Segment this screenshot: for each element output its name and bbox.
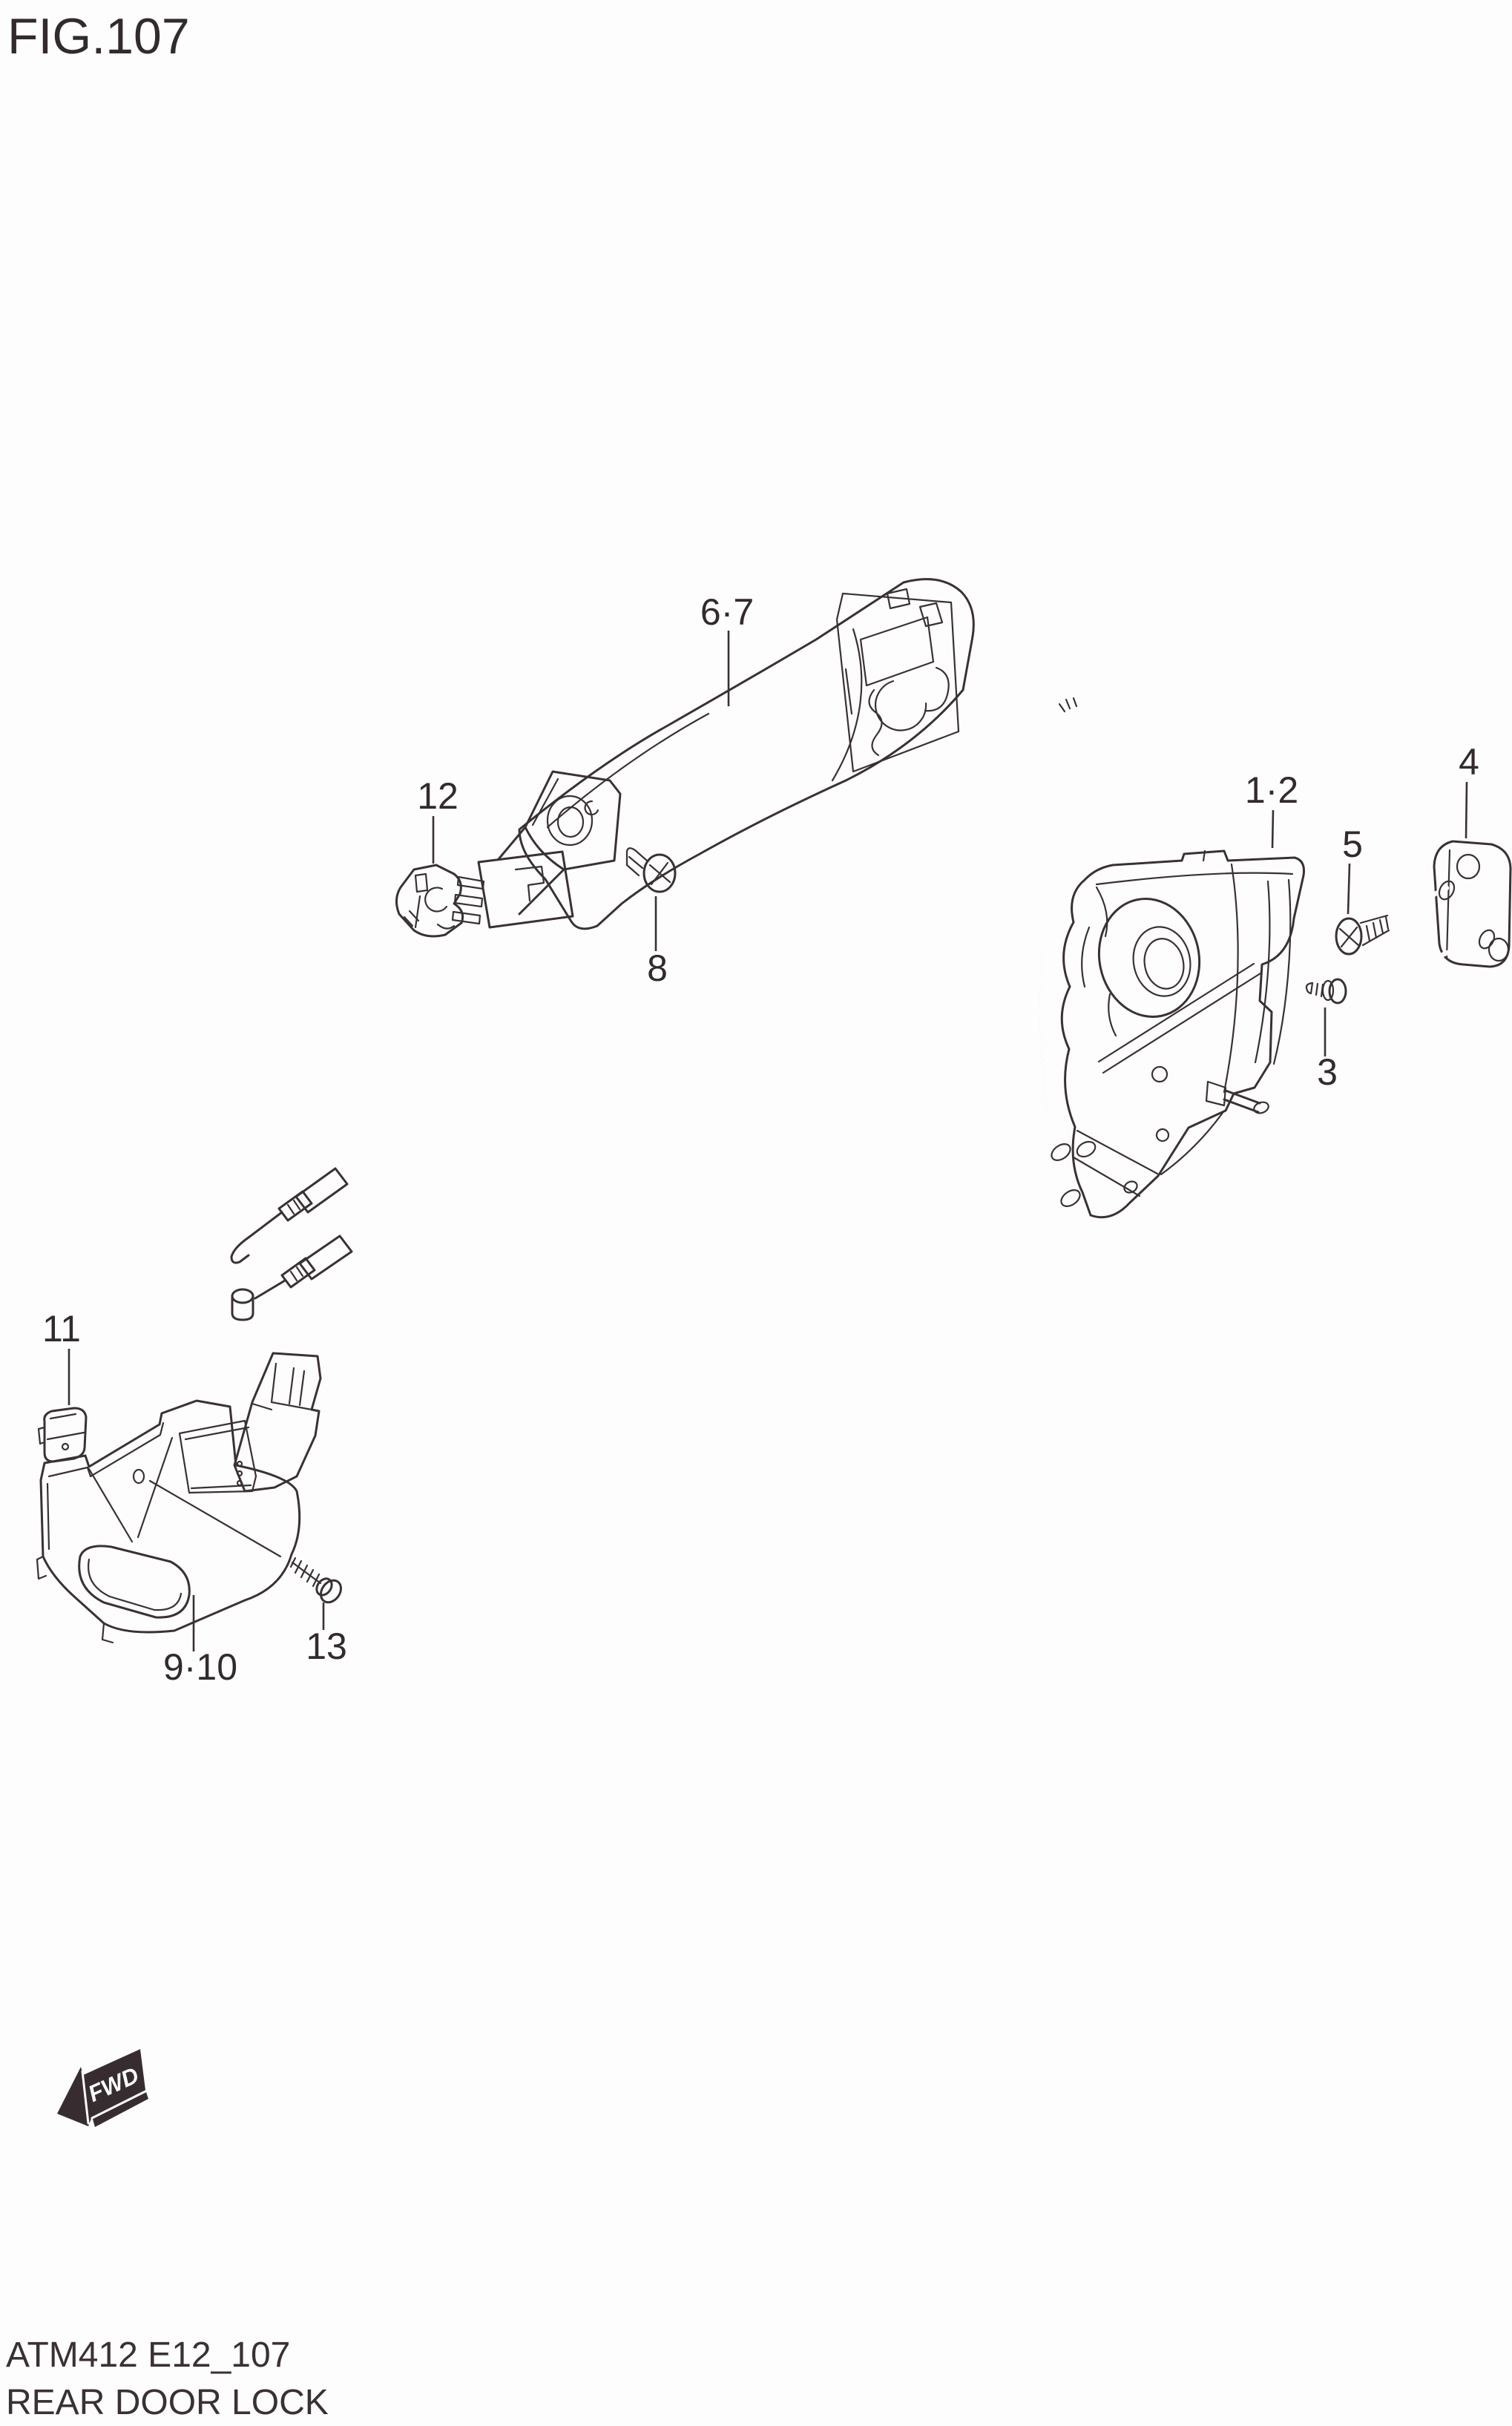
figure-title: FIG.107	[7, 8, 190, 65]
lock-cables-drawing	[230, 1035, 1081, 1321]
callout-9-10: 9·10	[163, 1595, 237, 1688]
callout-6-7: 6·7	[700, 591, 754, 706]
callout-label-6-7: 6·7	[700, 591, 754, 633]
callout-label-9-10: 9·10	[163, 1646, 237, 1688]
callout-label-8: 8	[647, 947, 668, 989]
striker-screw-drawing	[1335, 914, 1390, 956]
footer-figure-code: ATM412 E12_107	[6, 2335, 290, 2375]
callout-label-11: 11	[42, 1308, 81, 1350]
handle-screw-drawing	[625, 847, 677, 893]
callout-8: 8	[647, 896, 668, 989]
callout-label-1-2: 1·2	[1245, 769, 1298, 811]
callout-label-3: 3	[1317, 1051, 1338, 1093]
bezel-screw-drawing	[289, 1556, 343, 1604]
callout-3: 3	[1317, 1007, 1338, 1093]
handle-clip-drawing	[395, 864, 464, 938]
lock-knob-rod-drawing	[1039, 695, 1102, 1126]
lock-screw-drawing	[1305, 978, 1347, 1005]
callout-label-4: 4	[1459, 741, 1479, 783]
callout-5: 5	[1342, 824, 1363, 915]
door-lock-assembly-drawing	[1060, 849, 1305, 1219]
footer-figure-name: REAR DOOR LOCK	[6, 2383, 329, 2422]
callout-11: 11	[42, 1308, 81, 1405]
callout-label-13: 13	[306, 1625, 347, 1667]
callout-13: 13	[306, 1602, 347, 1667]
door-striker-drawing	[1398, 840, 1512, 968]
callout-12: 12	[417, 775, 458, 864]
callout-label-12: 12	[417, 775, 458, 817]
callout-label-5: 5	[1342, 824, 1363, 865]
outside-handle-drawing	[451, 578, 975, 930]
inside-handle-bezel-drawing	[36, 1352, 322, 1644]
callout-4: 4	[1459, 741, 1479, 839]
bezel-cap-drawing	[37, 1407, 88, 1463]
callout-1-2: 1·2	[1245, 769, 1298, 849]
fwd-arrow-icon: FWD	[57, 2049, 148, 2127]
